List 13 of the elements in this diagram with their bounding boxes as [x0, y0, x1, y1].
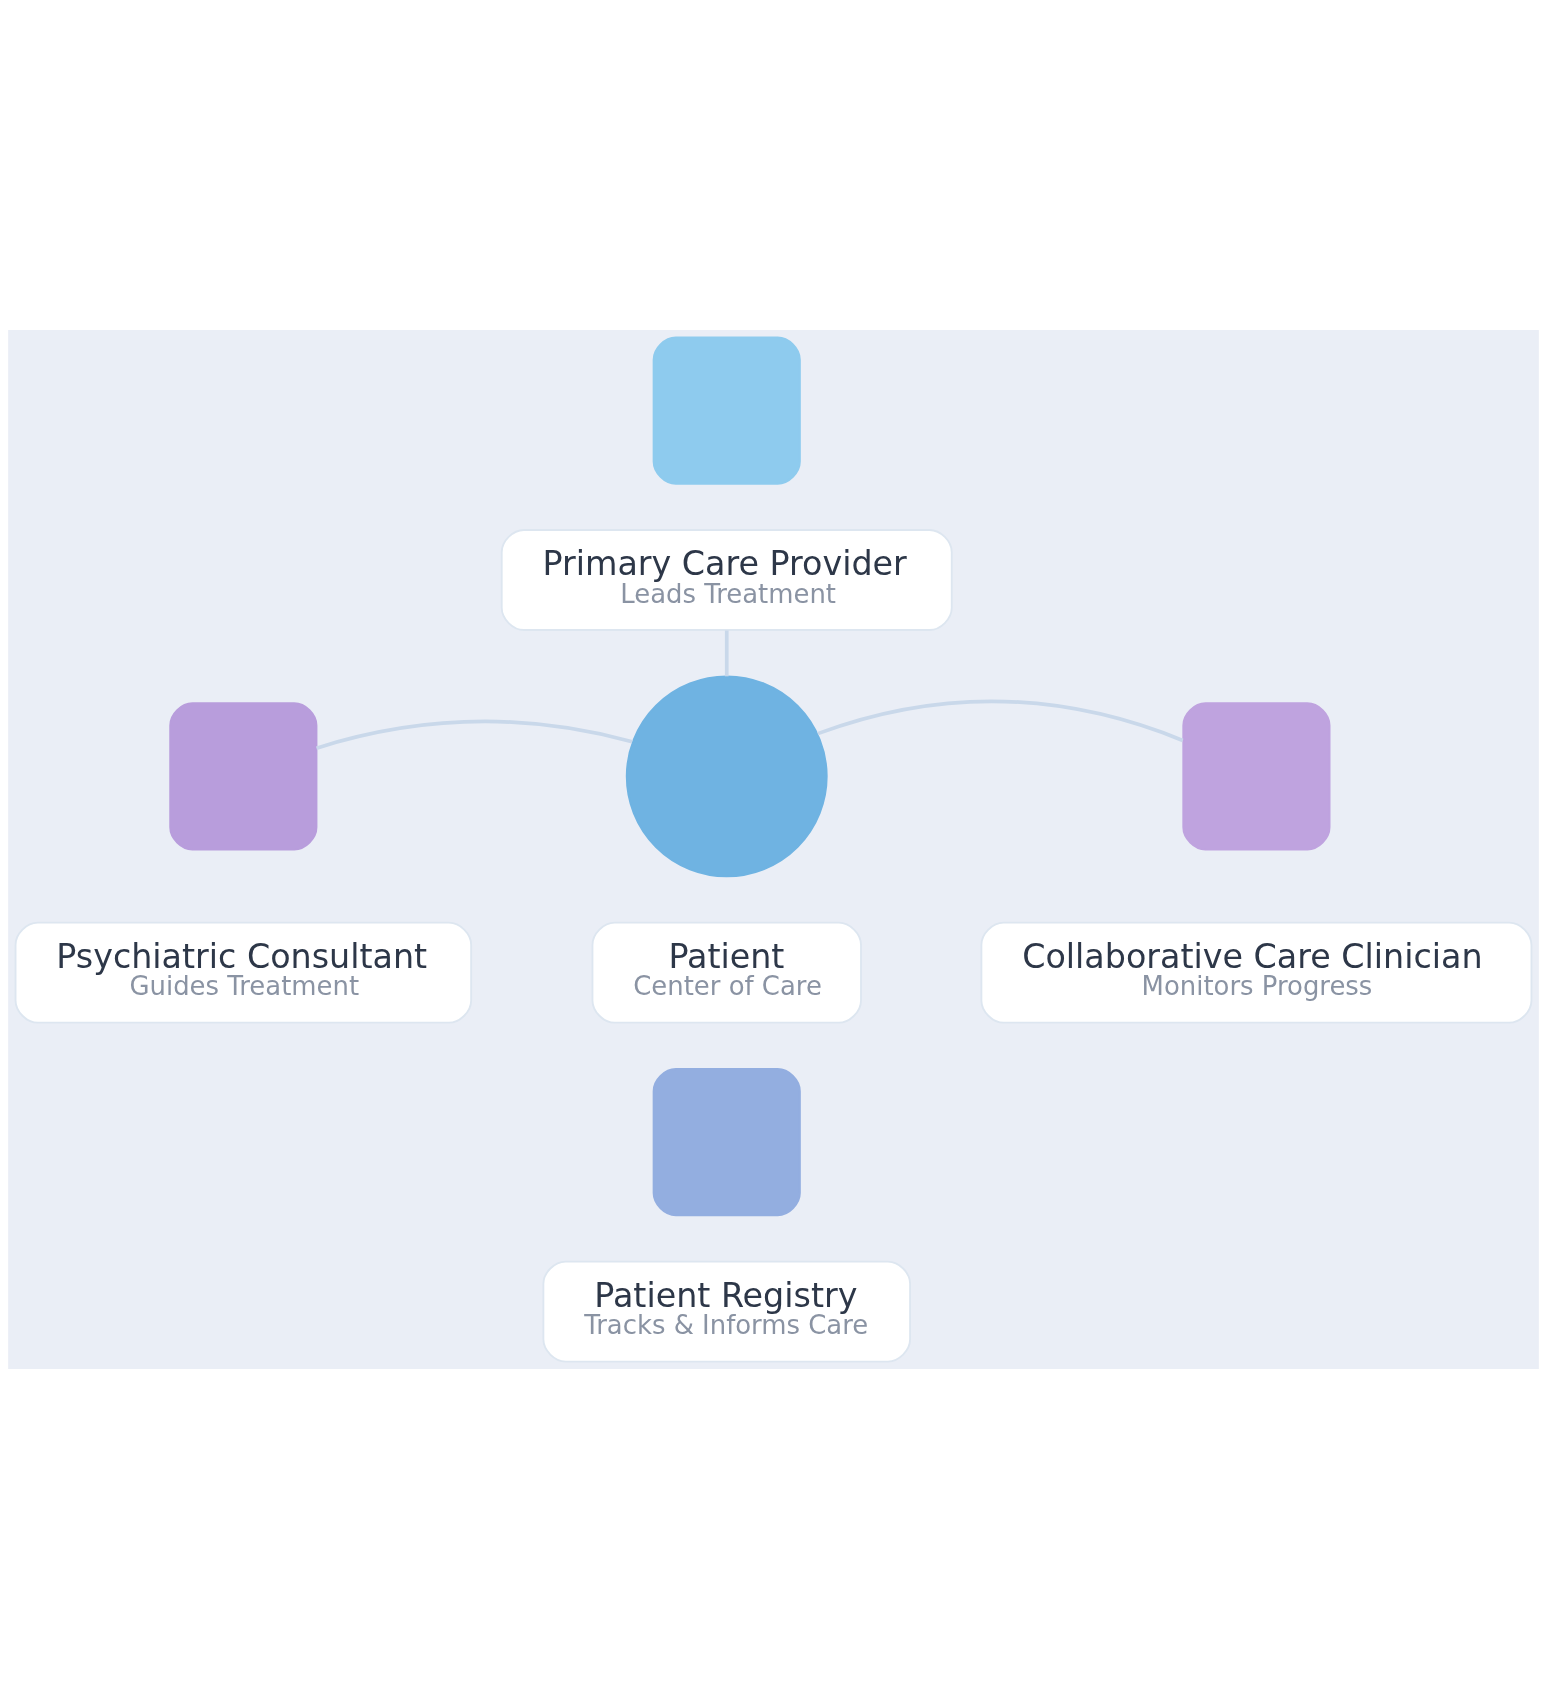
connector [316, 719, 633, 750]
node-box [652, 1067, 801, 1216]
connector [817, 699, 1184, 742]
connector [724, 630, 729, 676]
node-box [169, 701, 318, 850]
node-box: Primary Care Provider Leads Treatment [500, 528, 953, 631]
node-box: Patient Registry Tracks & Informs Care [542, 1260, 911, 1362]
node-box [1182, 701, 1331, 850]
node-box: Patient Center of Care [591, 921, 862, 1024]
node-box: Collaborative Care Clinician Monitors Progress [980, 921, 1533, 1024]
node-box: Psychiatric Consultant Guides Treatment [14, 921, 473, 1024]
node-circle [625, 674, 828, 877]
node-box [652, 336, 801, 485]
